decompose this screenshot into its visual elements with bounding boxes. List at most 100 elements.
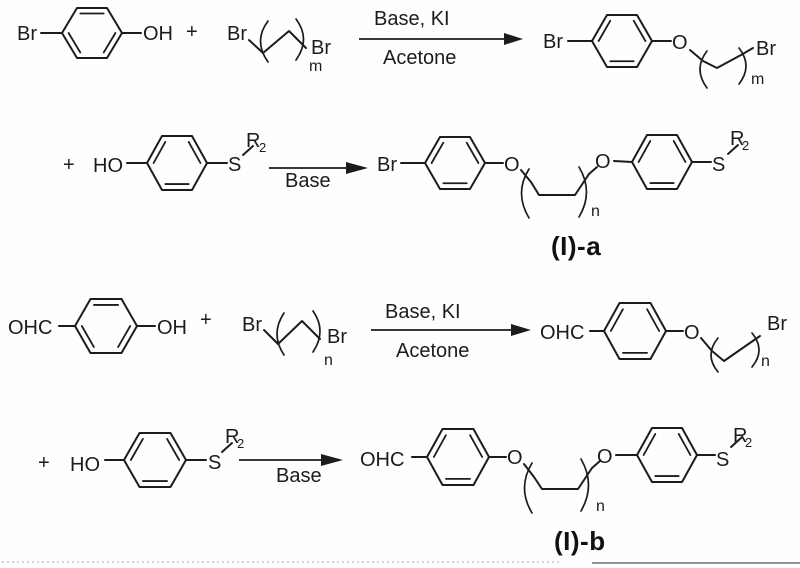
plus-sign: +: [200, 309, 212, 331]
r-group-subscript: 2: [742, 138, 749, 153]
r-group-subscript: 2: [745, 435, 752, 450]
bromine-label: Br: [227, 23, 247, 45]
double-bond-line: [117, 325, 132, 348]
bond: [613, 160, 633, 163]
ring-outline: [146, 135, 208, 191]
ring-outline: [61, 7, 123, 59]
alkyl-chain: [520, 166, 598, 196]
alkyl-chain: [248, 30, 307, 54]
alkyl-chain: [263, 320, 321, 345]
left-parenthesis: [276, 312, 285, 356]
benzene-ring: [631, 134, 693, 190]
right-parenthesis: [580, 458, 590, 512]
arrow-condition-below: Acetone: [383, 47, 456, 69]
right-parenthesis: [751, 332, 760, 368]
benzene-ring: [74, 298, 138, 354]
ether-oxygen-label: O: [597, 446, 613, 468]
bromine-label: Br: [17, 23, 37, 45]
ether-oxygen-label: O: [672, 32, 688, 54]
r-group-subscript: 2: [259, 140, 266, 155]
hydroxyl-label: OH: [143, 23, 173, 45]
left-parenthesis: [710, 337, 719, 373]
left-parenthesis: [523, 462, 533, 514]
aldehyde-label: OHC: [8, 317, 52, 339]
ether-oxygen-label: O: [507, 447, 523, 469]
plus-sign: +: [186, 21, 198, 43]
double-bond-line: [102, 32, 117, 54]
row2-reaction-step1: OHC OH + Br Br n Base, KI Acetone OHC O …: [8, 298, 787, 373]
bromine-label: Br: [543, 31, 563, 53]
aldehyde-label: OHC: [360, 449, 404, 471]
r-group-subscript: 2: [237, 436, 244, 451]
arrowhead-icon: [346, 162, 368, 174]
benzene-ring: [591, 14, 653, 68]
hydroxyl-label: HO: [93, 155, 123, 177]
benzene-ring: [424, 136, 486, 190]
double-bond-line: [67, 32, 82, 54]
ring-outline: [603, 302, 667, 360]
repeat-subscript: n: [591, 203, 600, 220]
arrowhead-icon: [321, 454, 343, 466]
ring-outline: [123, 432, 187, 488]
double-bond-line: [80, 325, 95, 348]
plus-sign: +: [38, 452, 50, 474]
benzene-ring: [636, 427, 698, 483]
double-bond-line: [646, 308, 661, 332]
arrow-condition-below: Acetone: [396, 340, 469, 362]
arrow-condition-above: Base, KI: [385, 301, 461, 323]
sulfur-label: S: [208, 452, 221, 474]
arrow-condition-below: Base: [285, 170, 331, 192]
double-bond-line: [677, 433, 692, 456]
left-parenthesis: [259, 20, 269, 63]
sulfur-label: S: [712, 154, 725, 176]
plus-sign: +: [63, 154, 75, 176]
bond: [727, 144, 739, 155]
ring-outline: [74, 298, 138, 354]
aldehyde-label: OHC: [540, 322, 584, 344]
double-bond-line: [642, 433, 657, 456]
benzene-ring: [61, 7, 123, 59]
bromine-label: Br: [242, 314, 262, 336]
row2-reaction-step2: + HO S R 2 Base OHC O n O S R 2 (I)-b: [38, 425, 752, 556]
ring-outline: [631, 134, 693, 190]
right-parenthesis: [295, 18, 305, 61]
bond: [242, 145, 254, 156]
double-bond-line: [187, 141, 202, 164]
double-bond-line: [637, 140, 652, 163]
alkyl-chain: [689, 47, 754, 69]
bromine-label: Br: [377, 154, 397, 176]
left-parenthesis: [699, 50, 708, 89]
sulfur-label: S: [228, 154, 241, 176]
arrowhead-icon: [504, 33, 523, 45]
ether-oxygen-label: O: [684, 322, 700, 344]
bromine-label: Br: [311, 37, 331, 59]
right-parenthesis: [578, 166, 588, 218]
repeat-subscript: n: [596, 498, 605, 515]
bond: [221, 442, 233, 453]
double-bond-line: [430, 141, 445, 164]
alkyl-chain: [700, 335, 761, 362]
double-bond-line: [632, 19, 647, 42]
compound-label-Ib: (I)-b: [554, 526, 606, 556]
compound-label-Ia: (I)-a: [551, 231, 601, 261]
bromine-label: Br: [767, 313, 787, 335]
ring-outline: [426, 428, 490, 486]
right-parenthesis: [312, 310, 321, 353]
repeat-subscript: m: [751, 71, 764, 88]
hydroxyl-label: OH: [157, 317, 187, 339]
double-bond-line: [465, 141, 480, 164]
sulfur-label: S: [716, 449, 729, 471]
r-group-label: R: [246, 130, 260, 152]
double-bond-line: [609, 308, 624, 332]
ether-oxygen-label: O: [595, 151, 611, 173]
alkyl-chain: [523, 460, 601, 490]
double-bond-line: [672, 140, 687, 163]
repeat-subscript: m: [309, 58, 322, 75]
ring-outline: [591, 14, 653, 68]
left-parenthesis: [520, 168, 530, 219]
r-group-label: R: [730, 128, 744, 150]
row1-reaction-step2: + HO S R 2 Base Br O n O S R 2 (I)-a: [63, 128, 749, 261]
benzene-ring: [123, 432, 187, 488]
